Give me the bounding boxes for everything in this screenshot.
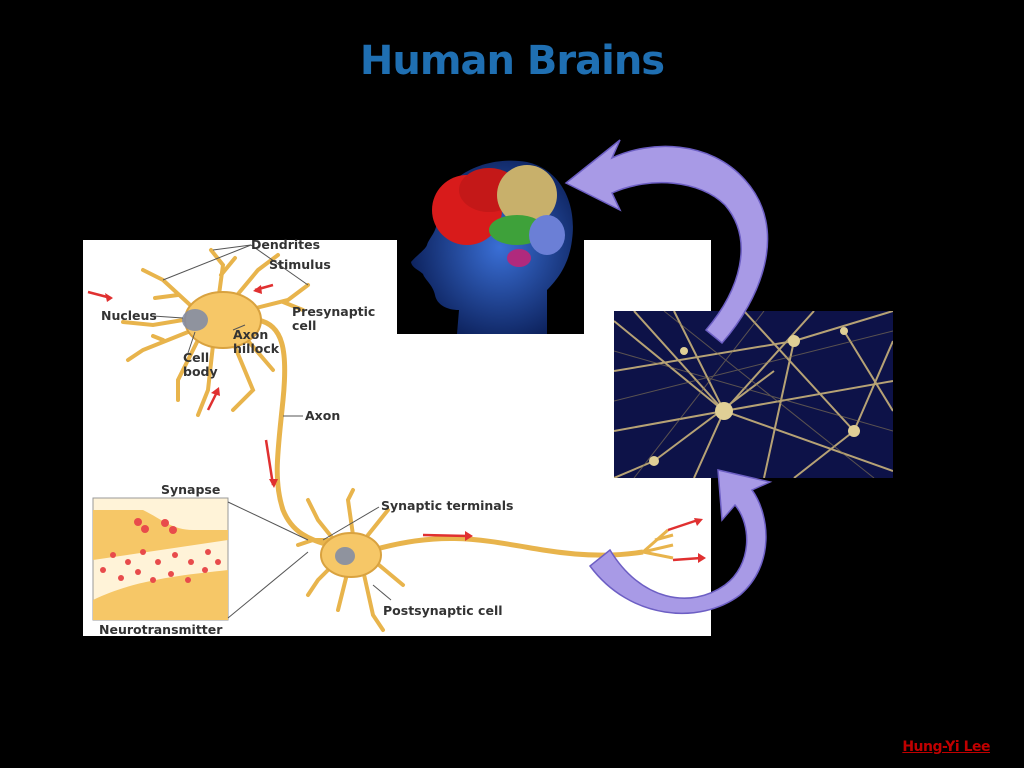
label-postsynaptic-cell: Postsynaptic cell xyxy=(383,603,503,618)
label-neurotransmitter: Neurotransmitter xyxy=(99,622,223,637)
label-dendrites: Dendrites xyxy=(251,237,321,252)
label-cell-body: Cell body xyxy=(183,350,218,379)
neuron-illustration xyxy=(87,244,706,632)
label-synapse: Synapse xyxy=(161,482,221,497)
label-nucleus: Nucleus xyxy=(101,308,157,323)
label-synaptic-terminals: Synaptic terminals xyxy=(381,498,514,513)
human-head-brain-icon xyxy=(397,150,584,334)
slide-title: Human Brains xyxy=(359,38,665,84)
label-presynaptic-cell: Presynaptic cell xyxy=(292,304,376,333)
label-stimulus: Stimulus xyxy=(269,257,331,272)
label-axon: Axon xyxy=(305,408,341,423)
neural-network-icon xyxy=(614,311,893,478)
author-link[interactable]: Hung-Yi Lee xyxy=(902,739,990,755)
label-axon-hillock: Axon hillock xyxy=(233,327,280,356)
